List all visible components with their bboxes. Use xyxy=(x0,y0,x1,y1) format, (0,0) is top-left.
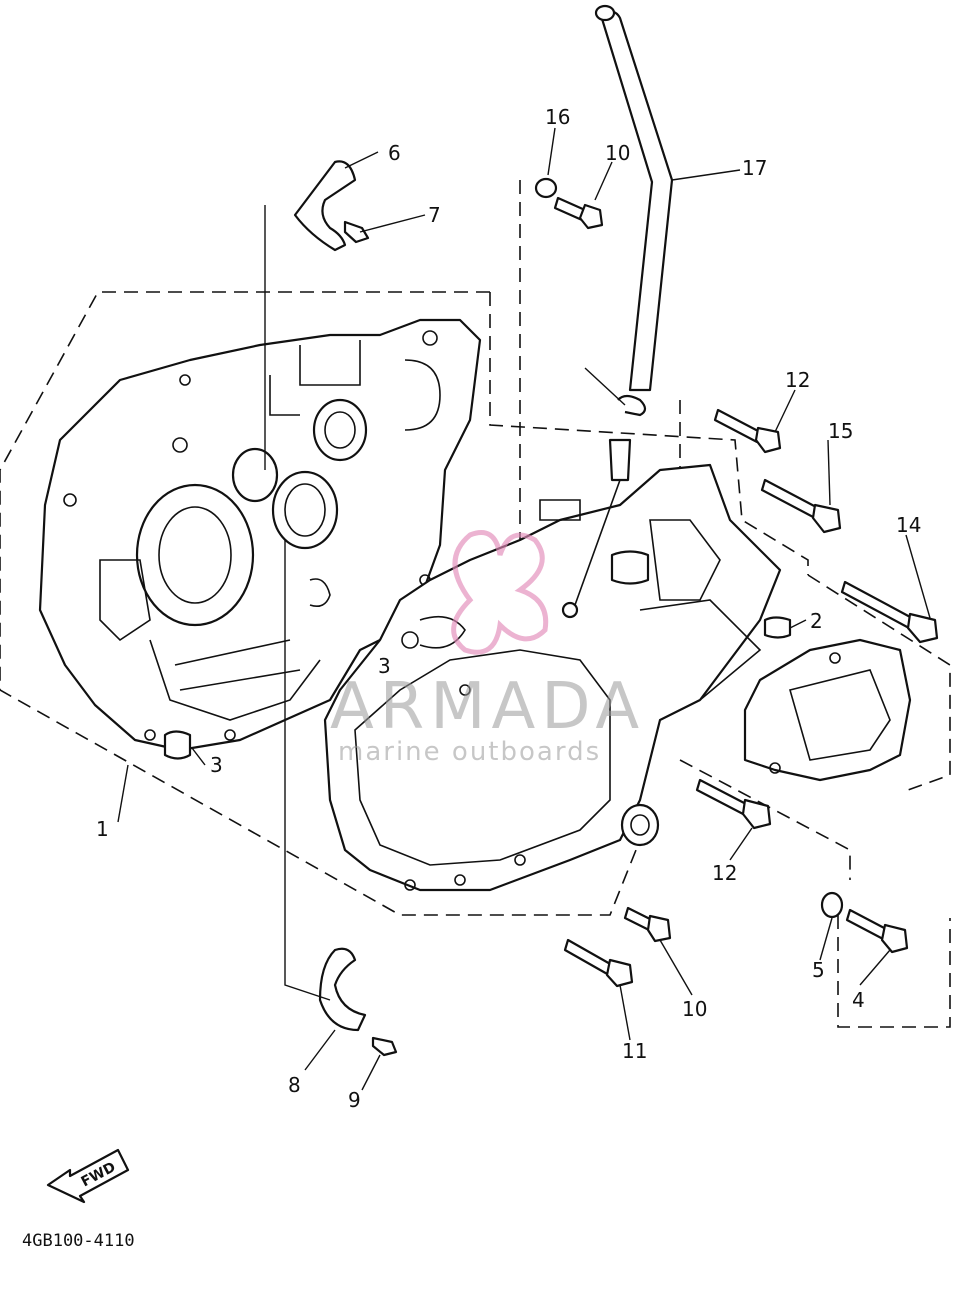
callout-1: 1 xyxy=(96,817,109,841)
bolt-10-top xyxy=(553,196,604,230)
crankcase-cover xyxy=(743,638,912,782)
dowel-3-lower xyxy=(163,730,192,760)
screw-9 xyxy=(371,1036,398,1057)
callout-10-lower: 10 xyxy=(682,997,707,1021)
drawing-code: 4GB100-4110 xyxy=(22,1231,135,1251)
washer-5 xyxy=(820,891,844,919)
bolt-13 xyxy=(840,580,939,644)
right-crankcase xyxy=(323,463,782,892)
callout-6: 6 xyxy=(388,141,401,165)
hose-16 xyxy=(594,4,674,392)
callout-8: 8 xyxy=(288,1073,301,1097)
bracket-8 xyxy=(318,947,367,1032)
callout-14: 15 xyxy=(828,419,853,443)
bracket-6 xyxy=(293,160,357,252)
callout-3-lower: 3 xyxy=(210,753,223,777)
callout-10-top: 10 xyxy=(605,141,630,165)
bolt-10-lower xyxy=(623,906,672,943)
breather-pipe xyxy=(561,438,632,619)
leader-lines xyxy=(117,127,931,1091)
callout-4: 4 xyxy=(852,988,865,1012)
bolt-12-lower xyxy=(695,778,772,830)
callout-7: 7 xyxy=(428,203,441,227)
callout-3-middle: 3 xyxy=(378,654,391,678)
bolt-12-upper xyxy=(713,408,782,454)
callout-5: 5 xyxy=(812,958,825,982)
screw-7 xyxy=(343,220,370,244)
fwd-arrow-icon: FWD xyxy=(46,1148,130,1204)
watermark-tagline: marine outboards xyxy=(338,737,601,767)
callout-15: 16 xyxy=(545,105,570,129)
callout-12-lower: 12 xyxy=(712,861,737,885)
callouts: 6 7 16 10 17 12 15 14 2 3 3 1 12 10 11 5… xyxy=(96,105,921,1112)
callout-9: 9 xyxy=(348,1088,361,1112)
left-crankcase xyxy=(38,318,482,752)
callout-13: 14 xyxy=(896,513,921,537)
watermark-brand: ARMADA xyxy=(330,670,645,744)
callout-11: 11 xyxy=(622,1039,647,1063)
callout-12-top: 12 xyxy=(785,368,810,392)
dowel-2 xyxy=(763,616,792,639)
bolt-14 xyxy=(760,478,842,534)
watermark-logo-icon xyxy=(451,530,549,655)
watermark: ARMADA marine outboards xyxy=(330,530,645,767)
callout-2: 2 xyxy=(810,609,823,633)
callout-16: 17 xyxy=(742,156,767,180)
washer-15 xyxy=(534,177,558,199)
bolt-4 xyxy=(845,908,909,954)
bolt-11 xyxy=(563,938,634,988)
clip-17 xyxy=(617,394,647,417)
